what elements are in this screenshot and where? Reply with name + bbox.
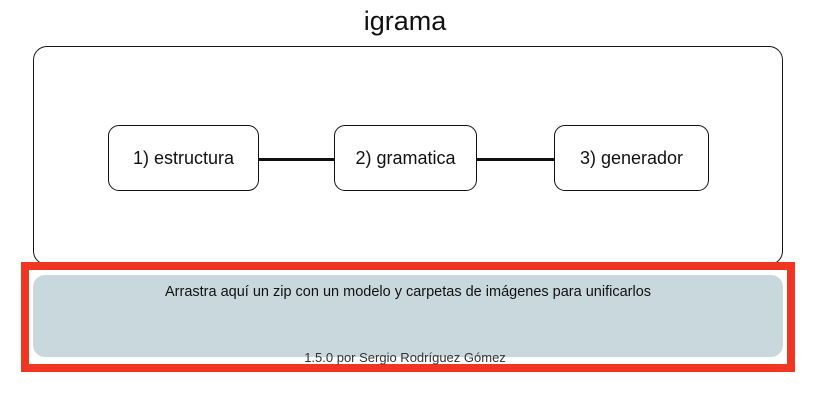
step-box-generador[interactable]: 3) generador [554,125,709,191]
step-box-label: 1) estructura [132,147,235,168]
step-flow: 1) estructura 2) gramatica 3) generador [34,47,784,266]
dropzone-highlight-frame [21,262,795,372]
step-box-gramatica[interactable]: 2) gramatica [334,125,477,191]
connector-estructura-gramatica [259,158,334,161]
diagram-panel: 1) estructura 2) gramatica 3) generador [33,46,783,265]
step-box-label: 2) gramatica [355,147,456,168]
step-box-label: 3) generador [579,147,684,168]
footer-credit: 1.5.0 por Sergio Rodríguez Gómez [304,350,506,365]
dropzone-instruction-text: Arrastra aquí un zip con un modelo y car… [164,284,652,300]
page-title: igrama [363,6,447,36]
connector-gramatica-generador [477,158,554,161]
file-dropzone[interactable]: Arrastra aquí un zip con un modelo y car… [33,275,783,357]
step-box-estructura[interactable]: 1) estructura [108,125,259,191]
